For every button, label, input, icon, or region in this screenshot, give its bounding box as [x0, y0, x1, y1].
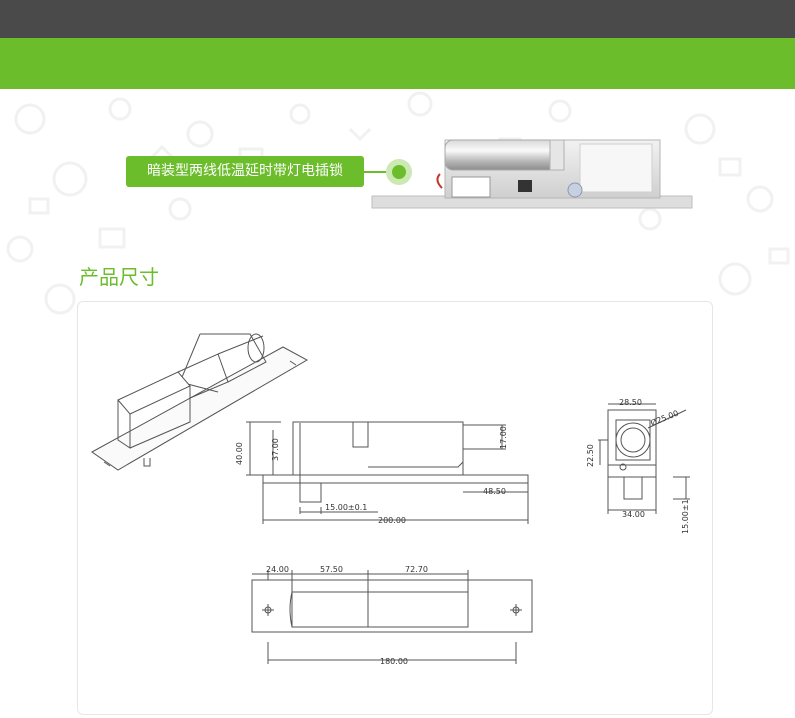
label-connector-line [364, 171, 392, 173]
dimension-drawing-panel: 40.00 37.00 17.00 48.50 15.00±0.1 200.00… [77, 301, 713, 715]
dim-bolt-depth: 15.00±1 [681, 499, 690, 534]
dim-center-height: 22.50 [586, 444, 595, 467]
dim-segment-1: 24.00 [266, 565, 289, 574]
isometric-view [91, 333, 309, 471]
label-dot [392, 165, 406, 179]
dim-hole-spacing: 180.00 [380, 657, 408, 666]
product-name-label: 暗装型两线低温延时带灯电插锁 [126, 156, 364, 187]
product-photo [371, 139, 693, 209]
side-view [246, 421, 529, 524]
dimension-drawing: 40.00 37.00 17.00 48.50 15.00±0.1 200.00… [91, 333, 690, 666]
dim-segment-2: 57.50 [320, 565, 343, 574]
dim-base-width: 34.00 [622, 510, 645, 519]
end-view [598, 403, 690, 514]
header-band [0, 38, 795, 89]
dim-bolt-diameter: Ø25.00 [649, 408, 680, 428]
section-title: 产品尺寸 [79, 265, 159, 289]
dim-bolt-offset: 48.50 [483, 487, 506, 496]
top-bar [0, 0, 795, 38]
dim-overall-height: 40.00 [235, 442, 244, 465]
dim-total-length: 200.00 [378, 516, 406, 525]
dim-bolt-width: 15.00±0.1 [325, 503, 367, 512]
top-view [251, 570, 533, 664]
dim-end-width-top: 28.50 [619, 398, 642, 407]
dim-bolt-height: 17.00 [499, 426, 508, 449]
dim-body-height: 37.00 [271, 438, 280, 461]
dim-segment-3: 72.70 [405, 565, 428, 574]
